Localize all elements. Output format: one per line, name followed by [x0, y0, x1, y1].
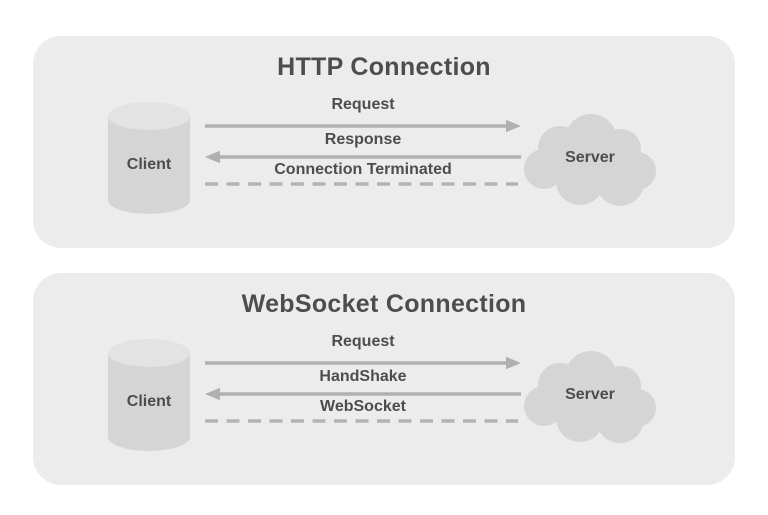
client-label: Client [126, 393, 172, 410]
dashed-line-icon [205, 182, 518, 186]
message-label: HandShake [319, 368, 407, 385]
message-label: Connection Terminated [274, 161, 452, 178]
message-label: Request [331, 333, 395, 350]
message-label: WebSocket [320, 398, 406, 415]
cloud-shape [524, 351, 656, 443]
message-label: Request [331, 96, 395, 113]
server-cloud-icon: Server [522, 349, 658, 445]
arrow-left-icon [205, 387, 521, 401]
client-database-cylinder-icon: Client [108, 102, 190, 214]
message-flow: Request Response Connection Terminated [204, 36, 522, 248]
panel-title: HTTP Connection [277, 53, 491, 81]
arrow-right-icon [205, 119, 521, 133]
cloud-shape [524, 114, 656, 206]
panel-title: WebSocket Connection [241, 290, 527, 318]
server-label: Server [565, 149, 615, 166]
dashed-line-icon [205, 419, 518, 423]
client-database-cylinder-icon: Client [108, 339, 190, 451]
client-label: Client [126, 156, 172, 173]
cylinder-top [108, 339, 190, 367]
server-cloud-icon: Server [522, 112, 658, 208]
cylinder-body [108, 116, 190, 214]
message-label: Response [324, 131, 402, 148]
arrow-right-icon [205, 356, 521, 370]
message-flow: Request HandShake WebSocket [204, 273, 522, 485]
server-label: Server [565, 386, 615, 403]
websocket-connection-panel: WebSocket Connection Client Request Hand… [33, 273, 735, 485]
http-connection-panel: HTTP Connection Client Request Response … [33, 36, 735, 248]
arrow-left-icon [205, 150, 521, 164]
cylinder-body [108, 353, 190, 451]
cylinder-top [108, 102, 190, 130]
